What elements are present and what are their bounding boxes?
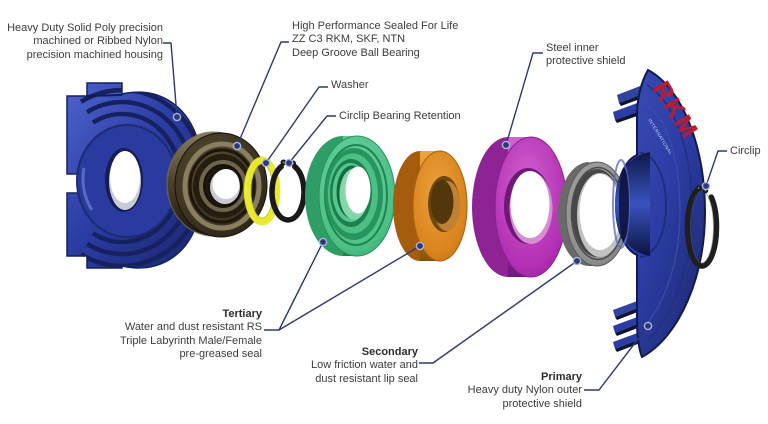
leader-primary [584, 325, 649, 391]
part-ball-bearing [166, 131, 268, 238]
label-washer-text: Washer [331, 79, 369, 91]
label-housing-line-1: Heavy Duty Solid Poly precision [7, 22, 163, 34]
leader-washer [265, 86, 328, 164]
label-primary: Primary Heavy duty Nylon outer protectiv… [440, 371, 582, 411]
dot-primary [643, 321, 653, 331]
part-tertiary-seal-orange [393, 150, 468, 262]
leader-lines [163, 41, 727, 391]
label-circlip-retention: Circlip Bearing Retention [339, 110, 461, 123]
label-steel-shield: Steel inner protective shield [546, 42, 626, 69]
leader-circlip-right [705, 150, 727, 187]
leader-tertiary-orange [278, 245, 421, 331]
label-steel-shield-line-1: Steel inner [546, 42, 599, 54]
label-tertiary-line-2: Triple Labyrinth Male/Female [119, 334, 262, 347]
label-steel-shield-line-2: protective shield [546, 55, 626, 68]
leader-dots [172, 112, 711, 331]
label-tertiary-title: Tertiary [222, 308, 262, 320]
label-circlip-retention-text: Circlip Bearing Retention [339, 110, 461, 122]
label-housing-line-2: machined or Ribbed Nylon [33, 35, 163, 48]
label-secondary-title: Secondary [361, 346, 418, 358]
label-bearing-line-1: High Performance Sealed For Life [292, 20, 459, 32]
label-primary-line-2: protective shield [502, 397, 583, 410]
dot-tertiary-orange [415, 241, 425, 251]
leader-housing [163, 42, 178, 118]
label-secondary-line-1: Low friction water and [311, 359, 418, 372]
label-primary-line-1: Heavy duty Nylon outer [467, 384, 582, 397]
label-bearing: High Performance Sealed For Life ZZ C3 R… [292, 20, 458, 60]
dot-housing [172, 112, 182, 122]
leader-bearing [236, 41, 289, 147]
label-housing: Heavy Duty Solid Poly precision machined… [0, 22, 163, 62]
part-tertiary-seal-green [305, 135, 396, 257]
dot-circlip-retention [284, 158, 294, 168]
dot-secondary [572, 256, 582, 266]
label-tertiary: Tertiary Water and dust resistant RS Tri… [90, 308, 262, 362]
part-steel-inner-shield [472, 136, 568, 278]
dot-tertiary-green [318, 237, 328, 247]
label-primary-title: Primary [541, 371, 582, 383]
label-bearing-line-2: ZZ C3 RKM, SKF, NTN [292, 33, 406, 46]
label-circlip: Circlip [730, 145, 761, 158]
label-washer: Washer [331, 79, 369, 92]
dot-circlip-right [701, 181, 711, 191]
leader-steel-shield [505, 52, 543, 146]
label-housing-line-3: precision machined housing [26, 48, 163, 61]
part-secondary-lip-seal [558, 161, 629, 267]
label-bearing-line-3: Deep Groove Ball Bearing [292, 46, 420, 59]
part-primary-outer-shield: RKM INTERNATIONAL [612, 68, 707, 359]
leader-circlip-retention [288, 115, 336, 164]
dot-washer [261, 158, 271, 168]
label-tertiary-line-1: Water and dust resistant RS [124, 321, 262, 334]
leader-secondary [419, 260, 578, 364]
dot-bearing [232, 141, 242, 151]
leader-tertiary-green [264, 241, 324, 331]
label-secondary-line-2: dust resistant lip seal [315, 372, 418, 385]
label-circlip-text: Circlip [730, 145, 761, 157]
part-circlip-right [684, 185, 720, 269]
label-secondary: Secondary Low friction water and dust re… [290, 346, 418, 386]
dot-steel-shield [501, 140, 511, 150]
label-tertiary-line-3: pre-greased seal [179, 348, 262, 361]
